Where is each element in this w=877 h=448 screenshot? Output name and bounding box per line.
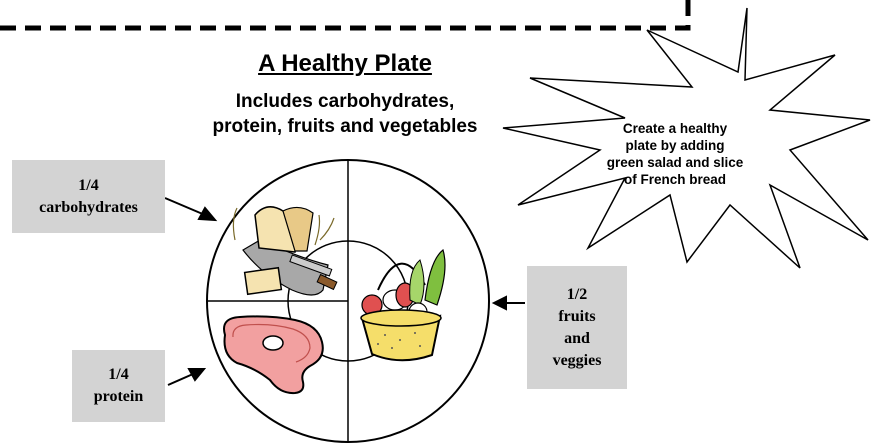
callout-line: Create a healthy bbox=[590, 120, 760, 137]
dashed-frame bbox=[0, 0, 688, 28]
carbs-name: carbohydrates bbox=[12, 197, 165, 219]
fruits-line4: veggies bbox=[527, 350, 627, 372]
arrow-protein bbox=[168, 369, 204, 385]
label-carbohydrates: 1/4 carbohydrates bbox=[12, 160, 165, 233]
callout-line: plate by adding bbox=[590, 137, 760, 154]
protein-fraction: 1/4 bbox=[72, 364, 165, 386]
page-title: A Healthy Plate bbox=[190, 50, 500, 78]
label-fruits-veggies: 1/2 fruits and veggies bbox=[527, 266, 627, 389]
subtitle-line2: protein, fruits and vegetables bbox=[145, 115, 545, 139]
fruits-fraction: 1/2 bbox=[527, 284, 627, 306]
protein-name: protein bbox=[72, 386, 165, 408]
label-protein: 1/4 protein bbox=[72, 350, 165, 422]
starburst-text: Create a healthy plate by adding green s… bbox=[590, 120, 760, 188]
subtitle-line1: Includes carbohydrates, bbox=[170, 90, 520, 114]
fruits-line2: fruits bbox=[527, 306, 627, 328]
arrow-fruits bbox=[494, 297, 525, 309]
carbs-fraction: 1/4 bbox=[12, 175, 165, 197]
fruits-line3: and bbox=[527, 328, 627, 350]
plate bbox=[207, 160, 489, 442]
callout-line: green salad and slice bbox=[590, 154, 760, 171]
callout-line: of French bread bbox=[590, 171, 760, 188]
arrow-carbs bbox=[165, 198, 215, 220]
